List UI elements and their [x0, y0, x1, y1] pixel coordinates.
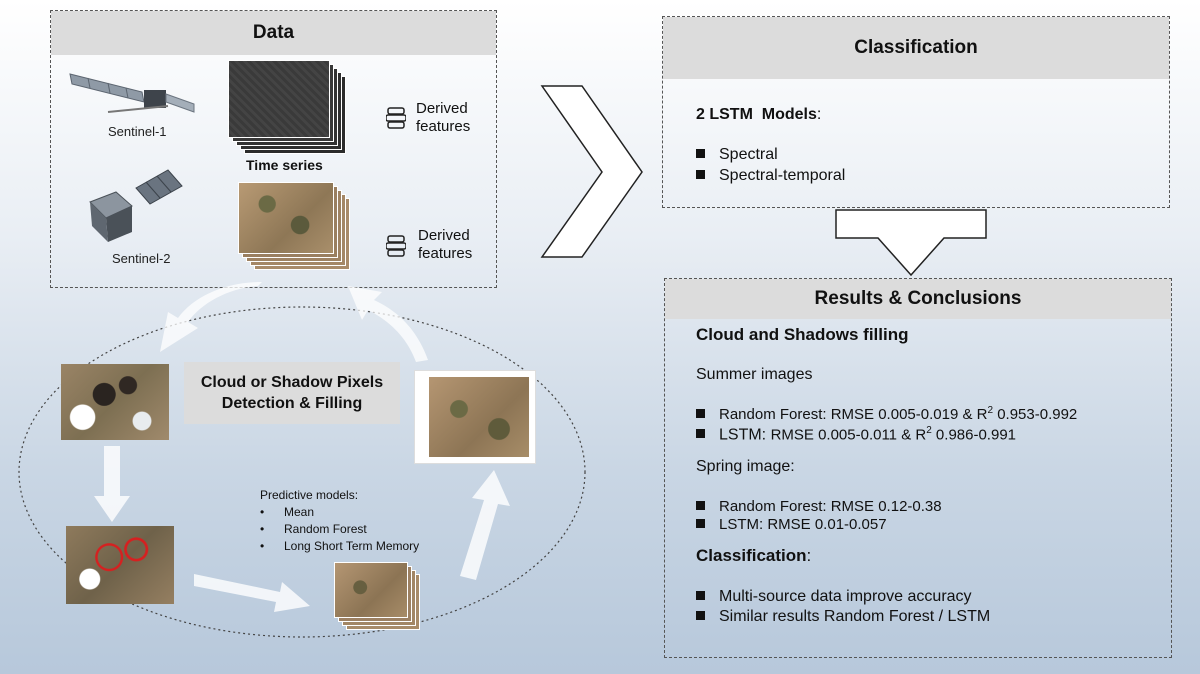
- predictive-models-title: Predictive models:: [260, 488, 359, 502]
- r-squared-sup: 2: [926, 425, 932, 436]
- classification-item-1: Spectral: [696, 146, 778, 164]
- optical-time-series-stack: [238, 182, 356, 274]
- sentinel1-label: Sentinel-1: [108, 124, 167, 139]
- model-item: •Random Forest: [260, 522, 367, 536]
- model-label: Random Forest: [284, 522, 367, 536]
- classification-item-label: Spectral-temporal: [719, 167, 846, 184]
- derived-line: features: [418, 245, 473, 262]
- lstm-models-text: 2 LSTM Models: [696, 106, 817, 123]
- conclusion-item-1: Multi-source data improve accuracy: [696, 588, 972, 606]
- summer-lstm-result: LSTM: RMSE 0.005-0.011 & R2 0.986-0.991: [696, 425, 1016, 444]
- detection-title-line: Cloud or Shadow Pixels: [200, 374, 384, 391]
- bullet-square-icon: [696, 519, 705, 528]
- cloudy-image: [61, 364, 169, 440]
- spring-rf-result: Random Forest: RMSE 0.12-0.38: [696, 498, 942, 515]
- detection-cycle-ellipse: [18, 306, 586, 638]
- time-series-label: Time series: [246, 157, 323, 173]
- r-squared-sup: 2: [987, 405, 994, 416]
- detection-title-box: Cloud or Shadow Pixels Detection & Filli…: [184, 362, 400, 424]
- summer-images-label: Summer images: [696, 366, 813, 383]
- arrow-right: [194, 574, 310, 612]
- cloud-mask-image: [66, 526, 174, 604]
- classification-item-label: Spectral: [719, 146, 778, 163]
- model-item: •Mean: [260, 505, 315, 519]
- lstm-models-colon: :: [816, 106, 822, 123]
- bullet-square-icon: [696, 429, 705, 439]
- derived-features-label-2: Derived features: [418, 227, 472, 263]
- curved-arrow-left: [160, 282, 262, 352]
- summer-lstm-text: RMSE 0.005-0.011 & R: [770, 426, 927, 444]
- flow-chevron-arrow: [540, 85, 643, 258]
- conclusion-text: Similar results Random Forest / LSTM: [719, 608, 991, 625]
- model-item: •Long Short Term Memory: [260, 539, 420, 553]
- lstm-models-heading: 2 LSTM Models:: [696, 106, 821, 124]
- spring-rf-text: Random Forest: RMSE 0.12-0.38: [719, 498, 942, 515]
- detection-title-line: Detection & Filling: [221, 395, 363, 412]
- sar-time-series-stack: [228, 60, 348, 156]
- arrow-down: [94, 446, 130, 522]
- model-label: Mean: [284, 505, 315, 519]
- database-icon: [386, 107, 406, 129]
- bullet-square-icon: [696, 409, 705, 418]
- sentinel2-label: Sentinel-2: [112, 251, 171, 266]
- conclusion-text: Multi-source data improve accuracy: [719, 588, 972, 605]
- sentinel1-satellite-icon: [69, 73, 195, 113]
- summer-lstm-tail: 0.986-0.991: [931, 426, 1017, 444]
- spring-lstm-result: LSTM: RMSE 0.01-0.057: [696, 516, 887, 533]
- arrow-up: [460, 470, 510, 580]
- bullet-square-icon: [696, 149, 705, 158]
- summer-rf-tail: 0.953-0.992: [993, 406, 1078, 423]
- results-panel: Results & Conclusions: [664, 278, 1172, 658]
- predictive-models-list: Predictive models: •Mean •Random Forest …: [260, 487, 419, 555]
- model-label: Long Short Term Memory: [284, 539, 420, 553]
- database-icon: [386, 235, 406, 257]
- filled-image-stack: [332, 560, 422, 630]
- classification-results-heading: Classification:: [696, 546, 811, 566]
- summer-rf-result: Random Forest: RMSE 0.005-0.019 & R2 0.9…: [696, 405, 1077, 423]
- conclusion-item-2: Similar results Random Forest / LSTM: [696, 608, 990, 626]
- derived-line: features: [416, 118, 471, 135]
- summer-rf-text: Random Forest: RMSE 0.005-0.019 & R: [719, 406, 988, 423]
- bullet-square-icon: [696, 591, 705, 600]
- bullet-square-icon: [696, 611, 705, 620]
- results-title: Results & Conclusions: [665, 279, 1171, 319]
- bullet-square-icon: [696, 170, 705, 179]
- filled-image-plot: [414, 370, 536, 464]
- classification-results-colon: :: [806, 546, 812, 565]
- derived-line: Derived: [418, 227, 470, 244]
- curved-arrow-right: [348, 286, 428, 362]
- data-panel: Data: [50, 10, 497, 288]
- classification-item-2: Spectral-temporal: [696, 167, 845, 185]
- cloud-shadows-heading: Cloud and Shadows filling: [696, 325, 909, 344]
- data-title: Data: [51, 11, 496, 55]
- classification-panel: Classification: [662, 16, 1170, 208]
- down-arrow: [835, 209, 987, 277]
- spring-lstm-text: LSTM: RMSE 0.01-0.057: [719, 516, 887, 533]
- derived-line: Derived: [416, 100, 468, 117]
- derived-features-label-1: Derived features: [416, 100, 470, 136]
- classification-title: Classification: [663, 17, 1169, 79]
- spring-image-label: Spring image:: [696, 458, 795, 475]
- summer-lstm-prefix: LSTM:: [719, 426, 771, 444]
- bullet-square-icon: [696, 501, 705, 510]
- classification-results-text: Classification: [696, 546, 807, 565]
- sentinel2-satellite-icon: [89, 169, 183, 242]
